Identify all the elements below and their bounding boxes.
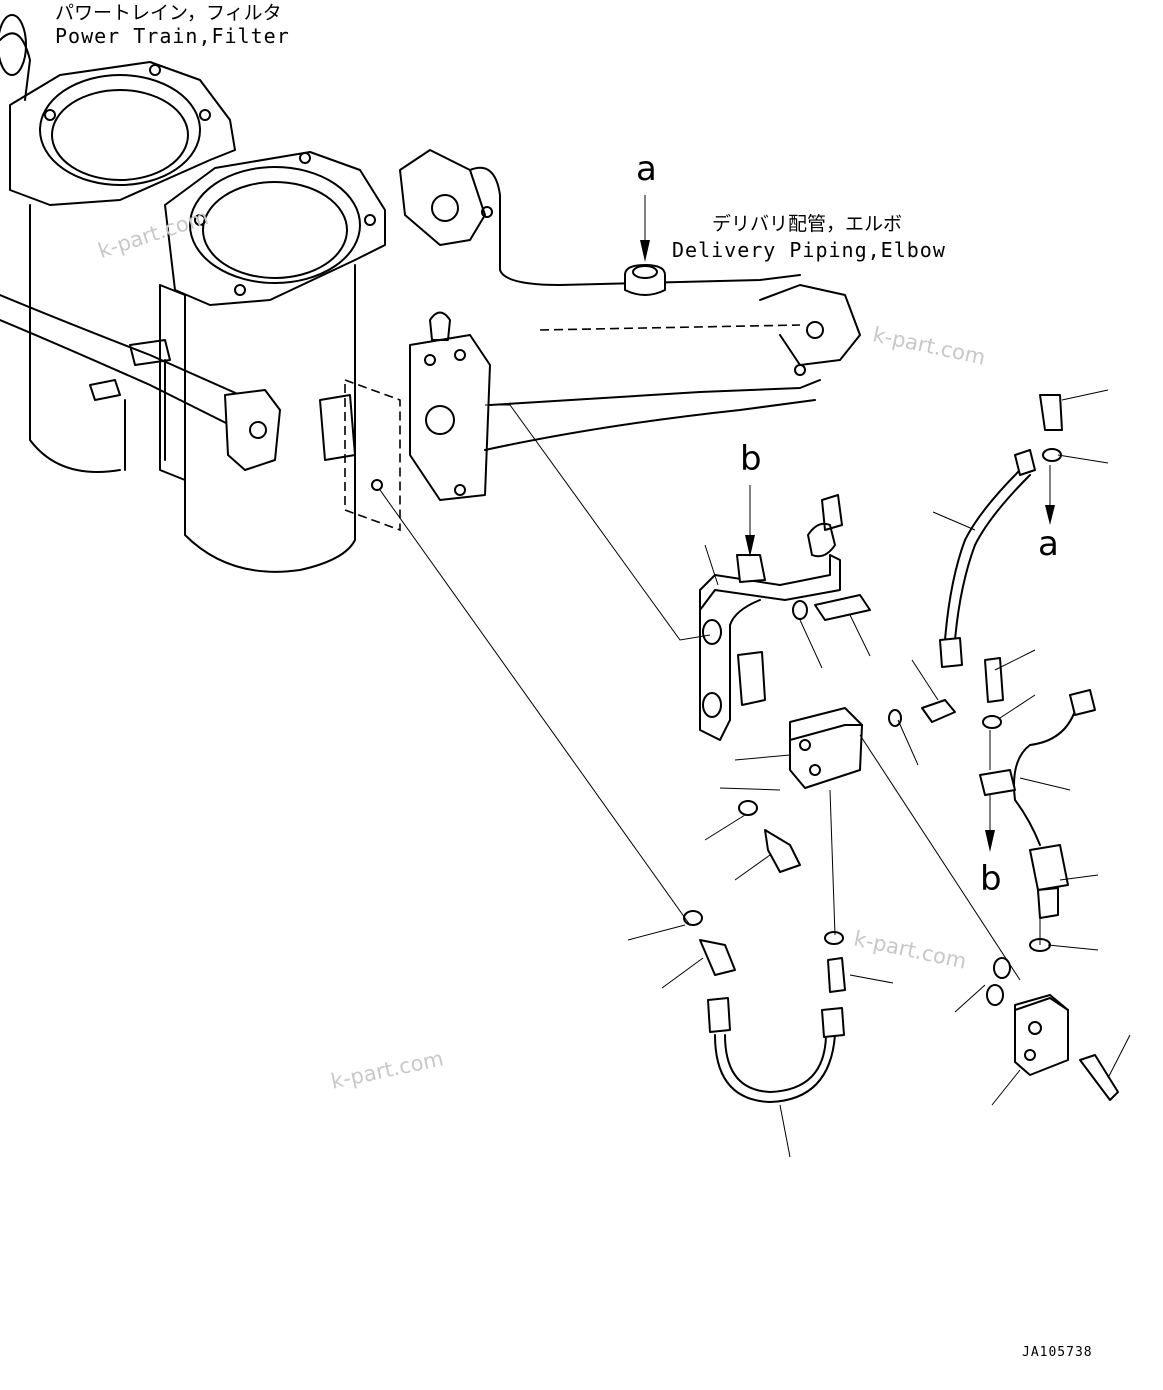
hose-lower bbox=[683, 910, 846, 1103]
reference-a-top: a bbox=[636, 149, 657, 189]
reference-arrows bbox=[640, 195, 1055, 852]
power-train-label-en: Power Train,Filter bbox=[55, 24, 290, 48]
leader-lines bbox=[379, 389, 1131, 1158]
bracket-assembly bbox=[699, 494, 843, 741]
delivery-piping-label-jp: デリバリ配管，エルボ bbox=[712, 213, 903, 235]
power-train-label-jp: パワートレイン，フィルタ bbox=[55, 2, 282, 24]
small-parts bbox=[738, 594, 1004, 873]
mounting-plate bbox=[319, 378, 401, 532]
reference-b-side: b bbox=[980, 859, 1002, 899]
valve-block bbox=[986, 938, 1119, 1101]
filter-housing-front bbox=[159, 151, 386, 573]
hose-upper-right bbox=[939, 394, 1063, 668]
filter-housing-rear bbox=[0, 14, 236, 473]
reference-a-side: a bbox=[1038, 524, 1059, 564]
delivery-piping-label-en: Delivery Piping,Elbow bbox=[672, 238, 946, 262]
drawing-code: JA105738 bbox=[1022, 1345, 1093, 1360]
harness-sensor bbox=[979, 689, 1096, 919]
connecting-pipe bbox=[0, 294, 281, 471]
reference-b-top: b bbox=[740, 439, 762, 479]
delivery-piping-elbow bbox=[399, 149, 861, 501]
